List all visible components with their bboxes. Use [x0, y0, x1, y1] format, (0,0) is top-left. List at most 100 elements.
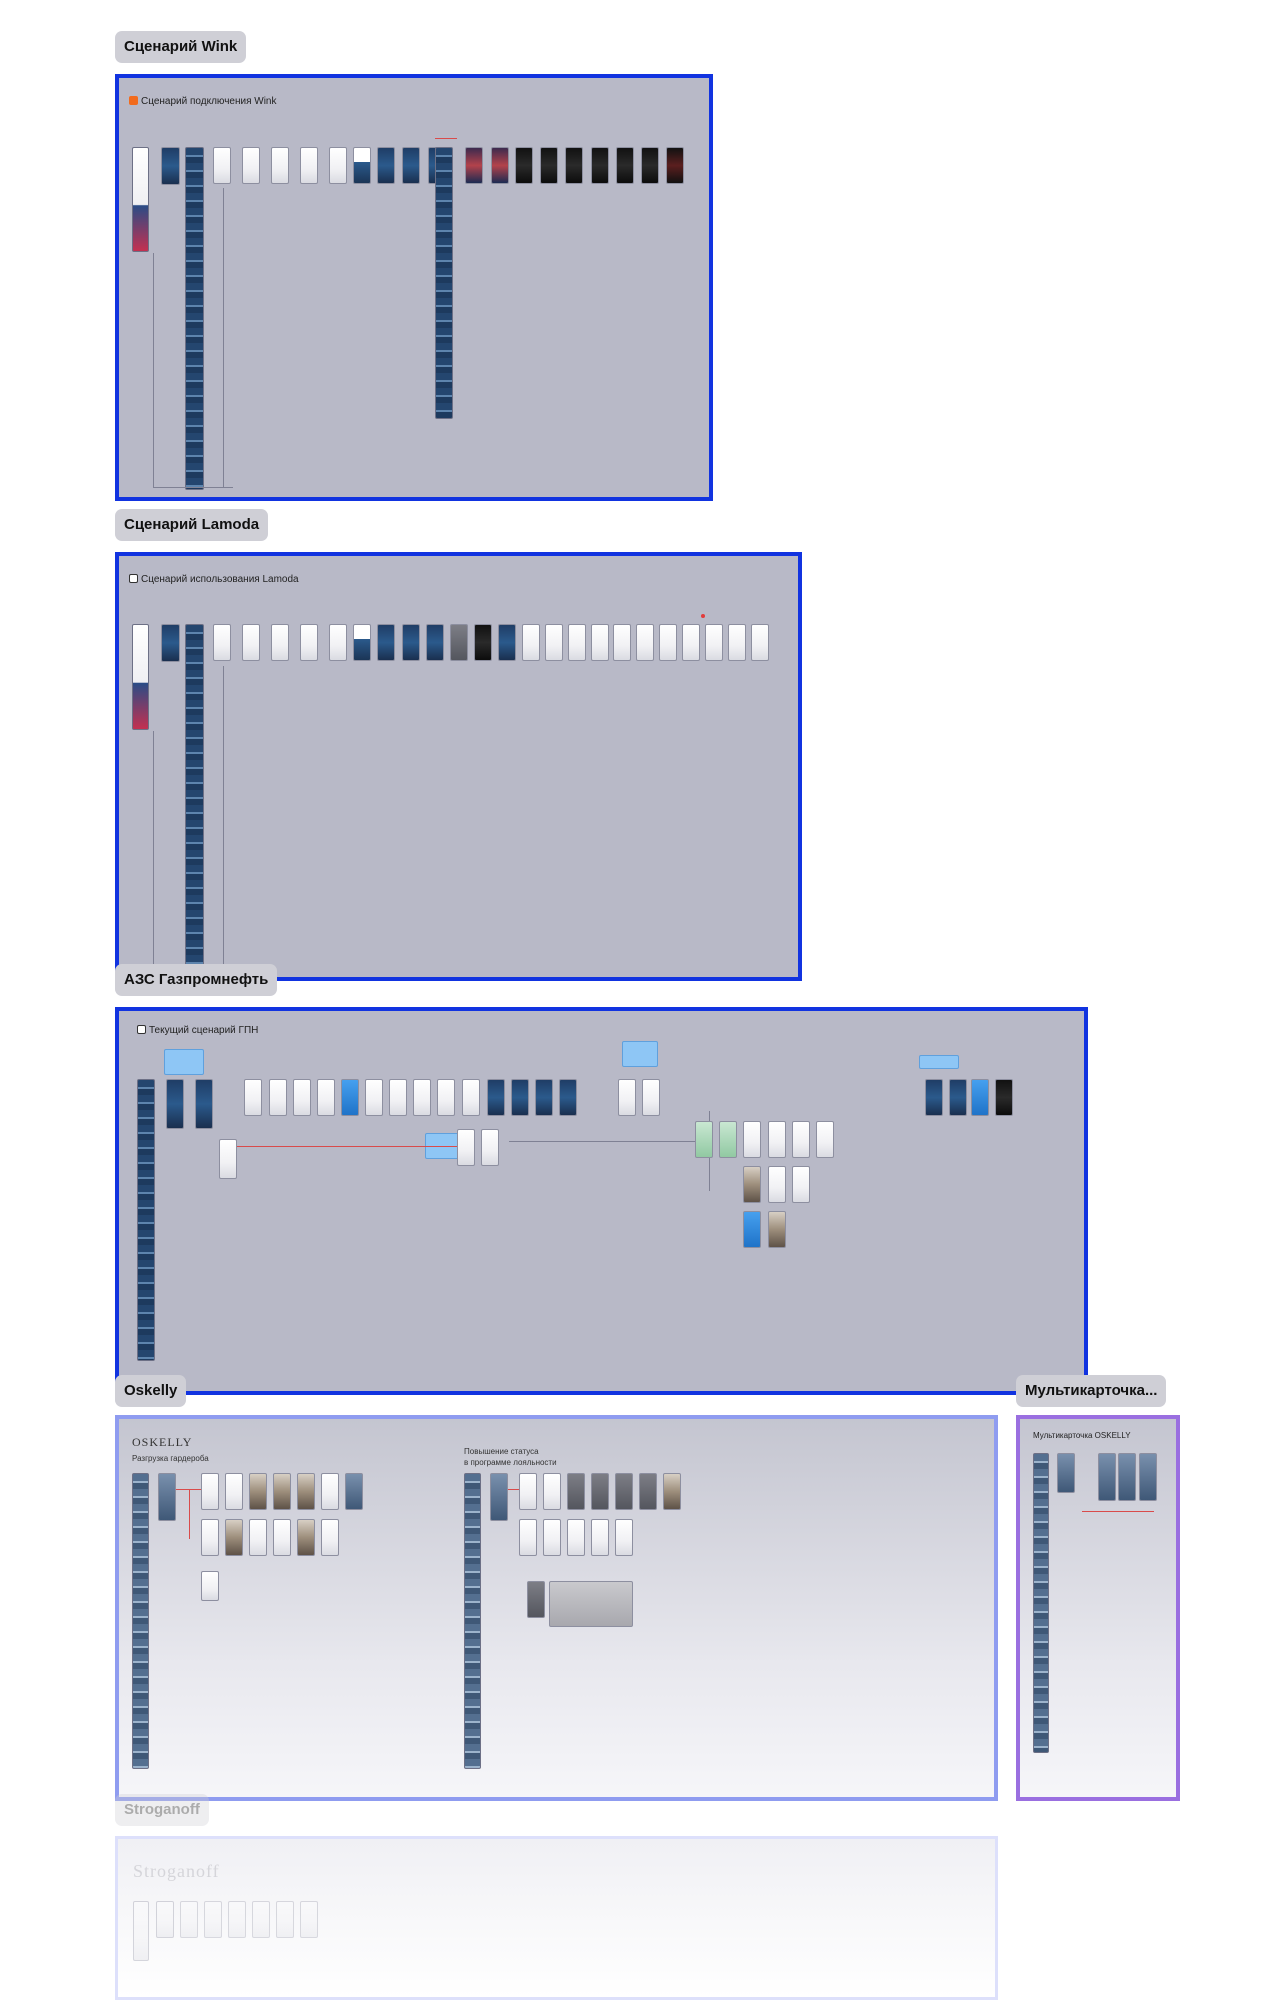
screen-lamoda-21[interactable] [636, 624, 654, 661]
section-label-wink[interactable]: Сценарий Wink [115, 31, 247, 63]
screen-gpn-12[interactable] [413, 1079, 431, 1116]
screen-gpn-7[interactable] [293, 1079, 311, 1116]
screen-multicard-4[interactable] [1118, 1453, 1136, 1501]
section-label-stroganoff[interactable]: Stroganoff [115, 1794, 209, 1826]
screen-gpn-32[interactable] [743, 1211, 761, 1248]
screen-gpn-24[interactable] [719, 1121, 737, 1158]
screen-oskelly-21[interactable] [567, 1473, 585, 1510]
screen-gpn-33[interactable] [768, 1211, 786, 1248]
screen-gpn-4[interactable] [219, 1139, 237, 1179]
screen-oskelly-6[interactable] [273, 1473, 291, 1510]
screen-lamoda-25[interactable] [728, 624, 746, 661]
screen-wink-15[interactable] [491, 147, 509, 184]
screen-oskelly-23[interactable] [615, 1473, 633, 1510]
frame-lamoda-scenario[interactable]: Сценарий использования Lamoda [115, 552, 802, 981]
screen-gpn-13[interactable] [437, 1079, 455, 1116]
screen-lamoda-15[interactable] [498, 624, 516, 661]
screen-oskelly-3[interactable] [201, 1473, 219, 1510]
screen-wink-9[interactable] [353, 147, 371, 184]
screen-gpn-18[interactable] [559, 1079, 577, 1116]
screen-oskelly-16[interactable] [201, 1571, 219, 1601]
screen-oskelly-29[interactable] [591, 1519, 609, 1556]
screen-wink-16[interactable] [515, 147, 533, 184]
frame-stroganoff[interactable]: Stroganoff [115, 1836, 998, 2000]
screen-lamoda-10[interactable] [377, 624, 395, 661]
screen-stroganoff-1[interactable] [133, 1901, 149, 1961]
screen-lamoda-9[interactable] [353, 624, 371, 661]
screen-wink-19[interactable] [591, 147, 609, 184]
screen-gpn-37[interactable] [995, 1079, 1013, 1116]
screen-long-wink-3[interactable] [185, 147, 204, 490]
screen-oskelly-7[interactable] [297, 1473, 315, 1510]
screen-gpn-27[interactable] [792, 1121, 810, 1158]
section-label-oskelly[interactable]: Oskelly [115, 1375, 187, 1407]
screen-oskelly-28[interactable] [567, 1519, 585, 1556]
screen-lamoda-13[interactable] [450, 624, 468, 661]
screen-oskelly-31[interactable] [527, 1581, 545, 1618]
screen-lamoda-20[interactable] [613, 624, 631, 661]
screen-wink-6[interactable] [271, 147, 289, 184]
screen-oskelly-22[interactable] [591, 1473, 609, 1510]
section-label-multicard[interactable]: Мультикарточка... [1016, 1375, 1167, 1407]
screen-oskelly-20[interactable] [543, 1473, 561, 1510]
screen-wink-4[interactable] [213, 147, 231, 184]
screen-lamoda-14[interactable] [474, 624, 492, 661]
screen-gpn-11[interactable] [389, 1079, 407, 1116]
frame-wink-scenario[interactable]: Сценарий подключения Wink [115, 74, 713, 501]
frame-oskelly[interactable]: OSKELLY Разгрузка гардероба Повышение ст… [115, 1415, 998, 1801]
screen-oskelly-10[interactable] [201, 1519, 219, 1556]
screen-oskelly-19[interactable] [519, 1473, 537, 1510]
screen-long-wink-1[interactable] [132, 147, 149, 252]
screen-long-lamoda-1[interactable] [132, 624, 149, 730]
frame-multicard[interactable]: Мультикарточка OSKELLY [1016, 1415, 1180, 1801]
screen-lamoda-12[interactable] [426, 624, 444, 661]
screen-gpn-14[interactable] [462, 1079, 480, 1116]
screen-wink-11[interactable] [402, 147, 420, 184]
screen-lamoda-6[interactable] [271, 624, 289, 661]
section-label-lamoda[interactable]: Сценарий Lamoda [115, 509, 269, 541]
screen-oskelly-30[interactable] [615, 1519, 633, 1556]
screen-oskelly-2[interactable] [158, 1473, 176, 1521]
screen-oskelly-14[interactable] [297, 1519, 315, 1556]
screen-gpn-20[interactable] [642, 1079, 660, 1116]
screen-oskelly-4[interactable] [225, 1473, 243, 1510]
screen-lamoda-22[interactable] [659, 624, 677, 661]
screen-gpn-17[interactable] [535, 1079, 553, 1116]
screen-gpn-9[interactable] [341, 1079, 359, 1116]
screen-gpn-6[interactable] [269, 1079, 287, 1116]
screen-gpn-31[interactable] [792, 1166, 810, 1203]
screen-wink-10[interactable] [377, 147, 395, 184]
screen-oskelly-13[interactable] [273, 1519, 291, 1556]
screen-wink-5[interactable] [242, 147, 260, 184]
screen-oskelly-12[interactable] [249, 1519, 267, 1556]
screen-gpn-34[interactable] [925, 1079, 943, 1116]
screen-oskelly-32[interactable] [549, 1581, 633, 1627]
screen-long-multicard-1[interactable] [1033, 1453, 1049, 1753]
screen-oskelly-5[interactable] [249, 1473, 267, 1510]
screen-wink-22[interactable] [666, 147, 684, 184]
screen-oskelly-11[interactable] [225, 1519, 243, 1556]
screen-lamoda-7[interactable] [300, 624, 318, 661]
screen-gpn-23[interactable] [695, 1121, 713, 1158]
screen-gpn-25[interactable] [743, 1121, 761, 1158]
screen-oskelly-18[interactable] [490, 1473, 508, 1521]
screen-stroganoff-4[interactable] [204, 1901, 222, 1938]
screen-gpn-10[interactable] [365, 1079, 383, 1116]
screen-stroganoff-3[interactable] [180, 1901, 198, 1938]
screen-oskelly-26[interactable] [519, 1519, 537, 1556]
screen-long-oskelly-17[interactable] [464, 1473, 481, 1769]
screen-gpn-36[interactable] [971, 1079, 989, 1116]
screen-lamoda-2[interactable] [161, 624, 180, 662]
screen-gpn-2[interactable] [166, 1079, 184, 1129]
screen-wink-7[interactable] [300, 147, 318, 184]
screen-lamoda-18[interactable] [568, 624, 586, 661]
screen-long-oskelly-1[interactable] [132, 1473, 149, 1769]
screen-long-wink-13[interactable] [435, 147, 453, 419]
screen-long-lamoda-3[interactable] [185, 624, 204, 970]
screen-gpn-21[interactable] [457, 1129, 475, 1166]
screen-gpn-5[interactable] [244, 1079, 262, 1116]
screen-long-gpn-1[interactable] [137, 1079, 155, 1361]
screen-wink-2[interactable] [161, 147, 180, 185]
screen-stroganoff-5[interactable] [228, 1901, 246, 1938]
screen-lamoda-19[interactable] [591, 624, 609, 661]
